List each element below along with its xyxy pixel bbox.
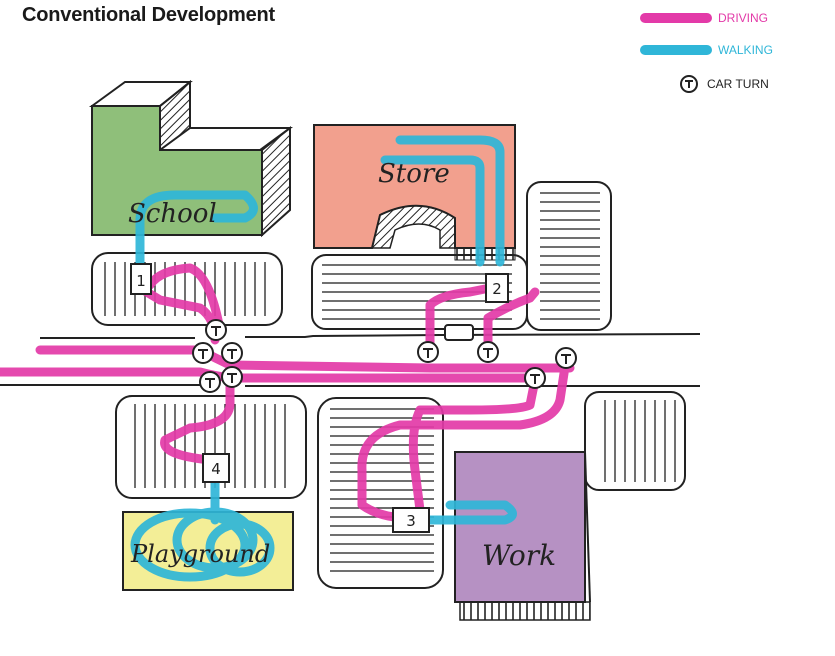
car-turn-icon	[221, 342, 243, 364]
legend-driving: DRIVING	[640, 6, 768, 30]
school-building	[88, 79, 294, 238]
car-turn-icon	[199, 371, 221, 393]
stop-3-label: 3	[406, 512, 416, 530]
playground-label: Playground	[130, 540, 270, 568]
car-turn-icon	[417, 341, 439, 363]
store-label: Store	[378, 159, 450, 189]
car-turn-icon	[555, 347, 577, 369]
parking-lot-east	[526, 181, 612, 331]
walking-swatch	[640, 45, 712, 55]
legend-walking: WALKING	[640, 38, 773, 62]
stop-marker-4: 4	[202, 453, 230, 483]
car-turn-icon	[205, 319, 227, 341]
work-building	[454, 451, 591, 621]
stop-marker-3: 3	[392, 507, 430, 533]
median-island	[444, 324, 474, 341]
legend-car-turn-label: CAR TURN	[707, 77, 769, 91]
legend-walking-label: WALKING	[718, 43, 773, 57]
car-turn-markers	[192, 319, 577, 393]
stop-marker-1: 1	[130, 263, 152, 295]
car-turn-icon	[680, 75, 698, 93]
diagram-title: Conventional Development	[22, 4, 276, 26]
parking-lot-playground	[115, 395, 307, 499]
car-turn-icon	[221, 366, 243, 388]
parking-lot-southeast	[584, 391, 686, 491]
stop-1-label: 1	[136, 272, 146, 290]
school-label: School	[128, 199, 217, 229]
work-label: Work	[482, 539, 556, 572]
car-turn-icon	[477, 341, 499, 363]
legend-driving-label: DRIVING	[718, 11, 769, 25]
store-building	[313, 124, 516, 261]
car-turn-icon	[192, 342, 214, 364]
driving-swatch	[640, 13, 712, 23]
stop-2-label: 2	[492, 280, 502, 298]
legend-car-turn: CAR TURN	[680, 72, 769, 96]
stop-marker-2: 2	[485, 273, 509, 303]
main-road	[0, 333, 701, 387]
stop-4-label: 4	[211, 460, 221, 478]
walking-routes	[130, 135, 517, 582]
car-turn-icon	[524, 367, 546, 389]
